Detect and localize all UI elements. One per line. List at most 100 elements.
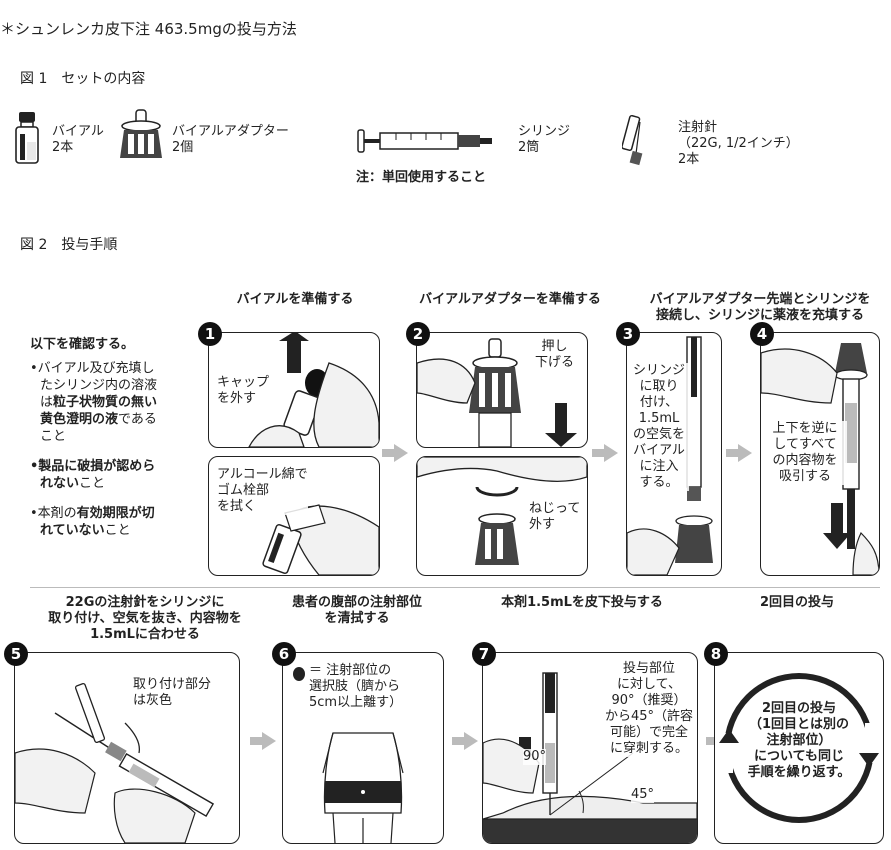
step6-line1: ＝ 注射部位の [309, 663, 392, 678]
step1-bottom-line1: アルコール綿で [217, 467, 308, 482]
step3-line6: バイアル [633, 443, 685, 458]
checklist-item1-line3b: 粒子状物質の無い [53, 395, 158, 410]
page-title: ＊シュンレンカ皮下注 463.5mgの投与方法 [0, 20, 297, 38]
attach-needle-illustration [15, 683, 215, 843]
header-vial-prep: バイアルを準備する [236, 292, 354, 307]
angle-45-label: 45° [631, 787, 655, 803]
checklist-item2-line2b: こと [79, 476, 106, 491]
step8-line5: 手順を繰り返す。 [747, 765, 851, 780]
header-inject: 本剤1.5mLを皮下投与する [501, 595, 663, 610]
step4-line4: 吸引する [778, 469, 831, 484]
header-needle-line1: 22Gの注射針をシリンジに [65, 595, 225, 610]
vial-name: バイアル [52, 124, 104, 139]
step6-line2: 選択肢（臍から [309, 679, 401, 694]
needle-qty: 2本 [678, 152, 700, 167]
step6-text: ＝ 注射部位の 選択肢（臍から 5cm以上離す） [309, 663, 403, 711]
header-needle-line3: 1.5mLに合わせる [90, 627, 200, 642]
step2-number: 2 [406, 322, 430, 346]
needle-spec: （22G, 1/2インチ） [678, 136, 799, 151]
step3-text: シリンジ に取り 付け、 1.5mL の空気を バイアル に注入 する。 [629, 363, 689, 491]
vial-icon [15, 112, 39, 164]
step2-top-panel: 押し下げる [416, 332, 588, 448]
figure1-label: 図 1 セットの内容 [20, 71, 146, 87]
checklist-item1-line1: •バイアル及び充填し [30, 361, 155, 376]
step3-line2: に取り [639, 379, 679, 394]
step2-top-line1: 押し [541, 339, 568, 354]
checklist-item2-line1: •製品に破損が認めら [30, 459, 156, 474]
header-connect-line1: バイアルアダプター先端とシリンジを [649, 292, 871, 307]
next-arrow-4 [250, 732, 276, 750]
step2-bottom-line2: 外す [529, 517, 556, 532]
step3-line7: に注入 [639, 459, 679, 474]
step2-bottom-panel: ねじって外す [416, 456, 588, 576]
step7-line5: 可能）で完全 [609, 725, 688, 740]
step7-panel: 投与部位 に対して、 90°（推奨） から45°（許容 可能）で完全 に穿刺する… [482, 652, 698, 844]
step7-line2: に対して、 [617, 677, 681, 692]
step7-text: 投与部位 に対して、 90°（推奨） から45°（許容 可能）で完全 に穿刺する… [603, 661, 695, 757]
adapter-qty: 2個 [172, 140, 194, 155]
checklist-item2-line2a: れない [40, 476, 80, 491]
header-clean-line1: 患者の腹部の注射部位 [291, 595, 422, 610]
invert-draw-illustration [761, 343, 879, 575]
header-second: 2回目の投与 [759, 595, 835, 610]
step3-number: 3 [616, 322, 640, 346]
step5-panel: 取り付け部分は灰色 [14, 652, 240, 844]
figure2-label: 図 2 投与手順 [20, 237, 118, 253]
step1-bottom-text: アルコール綿でゴム栓部を拭く [217, 467, 308, 515]
checklist-item3-line2b: こと [104, 523, 131, 538]
step5-line1: 取り付け部分 [133, 677, 212, 692]
step5-line2: は灰色 [133, 693, 173, 708]
vial-adapter-icon [120, 109, 162, 158]
step5-number: 5 [4, 642, 28, 666]
checklist-item1-line5: こと [40, 429, 67, 444]
step7-line4: から45°（許容 [604, 709, 694, 724]
checklist-item1-line2: たシリンジ内の溶液 [40, 378, 158, 393]
checklist-item1-line4: 黄色澄明の液である [40, 411, 157, 428]
swab-illustration [262, 504, 379, 575]
inject-air-illustration [627, 336, 713, 575]
step8-number: 8 [704, 642, 728, 666]
checklist-item3-line2: れていないこと [40, 522, 131, 539]
vial-qty: 2本 [52, 140, 74, 155]
step1-top-panel: キャップを外す [208, 332, 380, 448]
step8-text: 2回目の投与 （1回目とは別の 注射部位） についても同じ 手順を繰り返す。 [735, 701, 863, 781]
step6-panel: ＝ 注射部位の 選択肢（臍から 5cm以上離す） [282, 652, 444, 844]
repeat-cycle-icon [715, 673, 883, 823]
next-arrow-3 [726, 444, 752, 462]
step1-bottom-line2: ゴム栓部 [217, 483, 270, 498]
checklist-heading: 以下を確認する。 [30, 337, 135, 352]
step3-line5: の空気を [632, 427, 685, 442]
step1-bottom-panel: アルコール綿でゴム栓部を拭く [208, 456, 380, 576]
step1-top-text: キャップを外す [217, 375, 270, 407]
step7-line6: に穿刺する。 [609, 741, 688, 756]
checklist-item1-line3a: は [40, 395, 54, 410]
step8-panel: 2回目の投与 （1回目とは別の 注射部位） についても同じ 手順を繰り返す。 [714, 652, 884, 844]
section-divider [30, 587, 880, 588]
step3-line1: シリンジ [632, 363, 685, 378]
twist-off-illustration [417, 457, 587, 565]
checklist-item3-line1b: 有効期限が切 [76, 506, 155, 521]
step4-number: 4 [750, 322, 774, 346]
step3-panel: シリンジ に取り 付け、 1.5mL の空気を バイアル に注入 する。 [626, 332, 722, 576]
step8-line2: （1回目とは別の [748, 717, 850, 732]
step8-line3: 注射部位） [766, 733, 832, 748]
push-adapter-illustration [417, 338, 577, 447]
checklist-item3-line1: •本剤の有効期限が切 [30, 505, 155, 522]
step4-panel: 上下を逆に してすべて の内容物を 吸引する [760, 332, 880, 576]
step4-text: 上下を逆に してすべて の内容物を 吸引する [763, 421, 847, 485]
header-connect-line2: 接続し、シリンジに薬液を充填する [655, 308, 864, 323]
adapter-name: バイアルアダプター [172, 124, 289, 139]
step4-line1: 上下を逆に [772, 421, 838, 436]
step1-bottom-line3: を拭く [217, 499, 257, 514]
single-use-note: 注：単回使用すること [356, 170, 487, 185]
header-adapter-prep: バイアルアダプターを準備する [419, 292, 601, 307]
step1-top-line1: キャップ [217, 375, 270, 390]
injection-site-marker-icon [293, 667, 305, 681]
step3-line8: する。 [639, 475, 679, 490]
step3-line3: 付け、 [639, 395, 679, 410]
checklist-item3-line1a: •本剤の [30, 506, 77, 521]
next-arrow-1 [382, 444, 408, 462]
step4-line2: してすべて [773, 437, 837, 452]
syringe-icon [357, 129, 492, 153]
step7-number: 7 [472, 642, 496, 666]
